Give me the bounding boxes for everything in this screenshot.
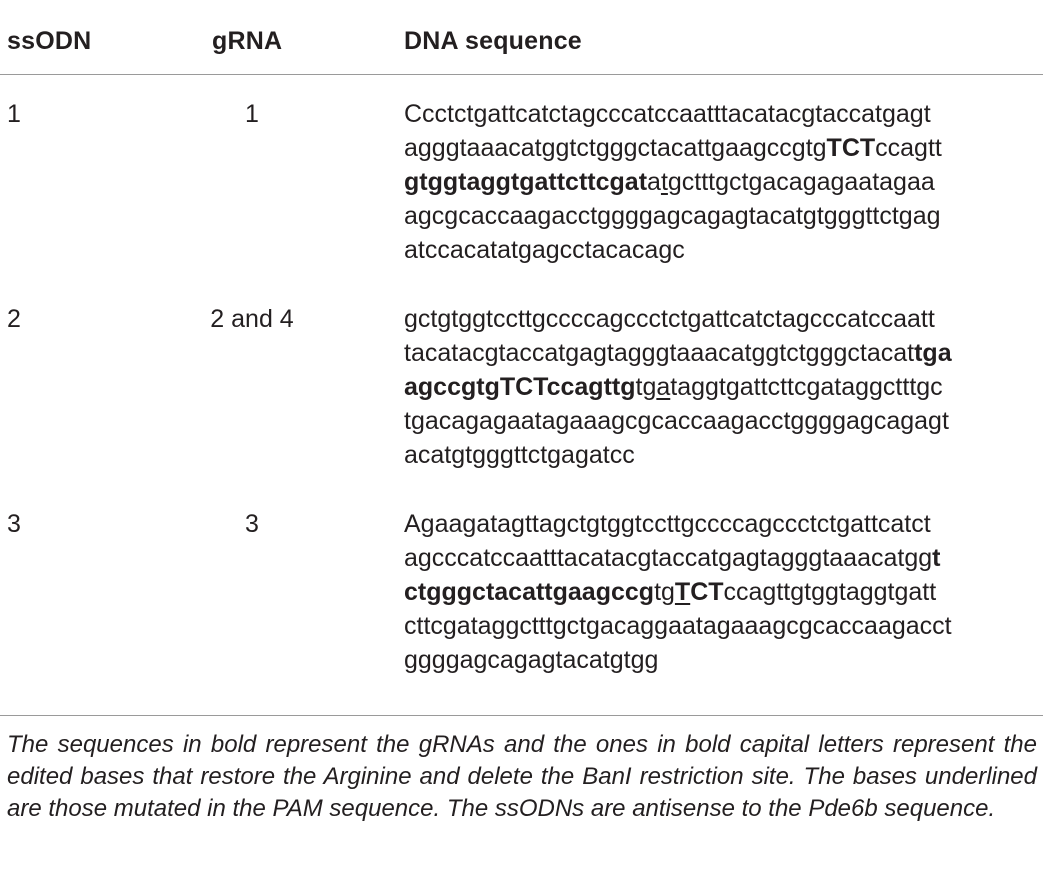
sequence-segment: gctgtggtccttgccccagccctctgattcatctagccca… xyxy=(404,305,935,333)
sequence-line: tgacagagaatagaaagcgcaccaagacctggggagcaga… xyxy=(404,404,1036,438)
sequence-segment: tga xyxy=(914,339,952,367)
header-grna: gRNA xyxy=(212,27,283,55)
sequence-segment: tacatacgtaccatgagtagggtaaacatggtctgggcta… xyxy=(404,339,915,367)
sequence-segment: t xyxy=(660,168,668,196)
header-dna-sequence: DNA sequence xyxy=(404,27,582,55)
sequence-segment: tg xyxy=(654,578,675,606)
sequence-segment: Ccctctgattcatctagcccatccaatttacatacgtacc… xyxy=(404,100,931,128)
sequence-line: acatgtgggttctgagatcc xyxy=(404,438,1036,472)
sequence-segment: gctttgctgacagagaatagaa xyxy=(667,168,935,196)
sequence-line: atccacatatgagcctacacagc xyxy=(404,233,1036,267)
sequence-segment: agggtaaacatggtctgggctacattgaagccgtg xyxy=(404,134,827,162)
data-table: ssODN gRNA DNA sequence 1 1 Ccctctgattca… xyxy=(0,0,1043,674)
sequence-line: agggtaaacatggtctgggctacattgaagccgtgTCTcc… xyxy=(404,131,1036,165)
dna-sequence-cell: Agaagatagttagctgtggtccttgccccagccctctgat… xyxy=(404,507,1036,677)
sequence-line: agcccatccaatttacatacgtaccatgagtagggtaaac… xyxy=(404,541,1036,575)
table-header: ssODN gRNA DNA sequence xyxy=(0,0,1043,75)
sequence-segment: tg xyxy=(635,373,657,401)
sequence-segment: T xyxy=(674,578,691,606)
header-ssodn: ssODN xyxy=(7,27,92,55)
sequence-segment: agcccatccaatttacatacgtaccatgagtagggtaaac… xyxy=(404,544,933,572)
sequence-segment: taggtgattcttcgataggctttgc xyxy=(670,373,943,401)
sequence-line: agccgtgTCTccagttgtgataggtgattcttcgataggc… xyxy=(404,370,1036,404)
ssodn-cell: 2 xyxy=(7,305,21,333)
ssodn-cell: 1 xyxy=(7,100,21,128)
sequence-segment: Agaagatagttagctgtggtccttgccccagccctctgat… xyxy=(404,510,931,538)
grna-cell: 3 xyxy=(245,510,259,538)
sequence-line: ctgggctacattgaagccgtgTCTccagttgtggtaggtg… xyxy=(404,575,1036,609)
sequence-line: Agaagatagttagctgtggtccttgccccagccctctgat… xyxy=(404,507,1036,541)
table-footnote: The sequences in bold represent the gRNA… xyxy=(7,731,1037,822)
sequence-segment: CT xyxy=(690,578,724,606)
sequence-segment: agccgtgTCTccagttg xyxy=(404,373,636,401)
sequence-segment: ccagttgtggtaggtgatt xyxy=(723,578,937,606)
sequence-line: cttcgataggctttgctgacaggaatagaaagcgcaccaa… xyxy=(404,609,1036,643)
table-row: 2 2 and 4 gctgtggtccttgccccagccctctgattc… xyxy=(0,302,1043,502)
sequence-segment: ggggagcagagtacatgtgg xyxy=(404,646,659,674)
sequence-segment: a xyxy=(647,168,661,196)
sequence-segment: acatgtgggttctgagatcc xyxy=(404,441,635,469)
sequence-segment: agcgcaccaagacctggggagcagagtacatgtgggttct… xyxy=(404,202,941,230)
sequence-segment: ccagtt xyxy=(875,134,942,162)
sequence-segment: cttcgataggctttgctgacaggaatagaaagcgcaccaa… xyxy=(404,612,952,640)
sequence-segment: ctgggctacattgaagccg xyxy=(404,578,655,606)
sequence-line: Ccctctgattcatctagcccatccaatttacatacgtacc… xyxy=(404,97,1036,131)
sequence-line: ggggagcagagtacatgtgg xyxy=(404,643,1036,677)
grna-cell: 2 and 4 xyxy=(210,305,294,333)
sequence-segment: tgacagagaatagaaagcgcaccaagacctggggagcaga… xyxy=(404,407,949,435)
dna-sequence-cell: gctgtggtccttgccccagccctctgattcatctagccca… xyxy=(404,302,1036,472)
sequence-segment: atccacatatgagcctacacagc xyxy=(404,236,685,264)
sequence-line: agcgcaccaagacctggggagcagagtacatgtgggttct… xyxy=(404,199,1036,233)
ssodn-cell: 3 xyxy=(7,510,21,538)
sequence-line: tacatacgtaccatgagtagggtaaacatggtctgggcta… xyxy=(404,336,1036,370)
table-bottom-rule xyxy=(0,715,1043,716)
sequence-line: gtggtaggtgattcttcgatatgctttgctgacagagaat… xyxy=(404,165,1036,199)
sequence-segment: gtggtaggtgattcttcgat xyxy=(404,168,648,196)
sequence-segment: TCT xyxy=(826,134,876,162)
sequence-line: gctgtggtccttgccccagccctctgattcatctagccca… xyxy=(404,302,1036,336)
table-row: 3 3 Agaagatagttagctgtggtccttgccccagccctc… xyxy=(0,507,1043,707)
sequence-segment: t xyxy=(932,544,941,572)
sequence-segment: a xyxy=(656,373,671,401)
table-row: 1 1 Ccctctgattcatctagcccatccaatttacatacg… xyxy=(0,97,1043,297)
dna-sequence-cell: Ccctctgattcatctagcccatccaatttacatacgtacc… xyxy=(404,97,1036,267)
grna-cell: 1 xyxy=(245,100,259,128)
